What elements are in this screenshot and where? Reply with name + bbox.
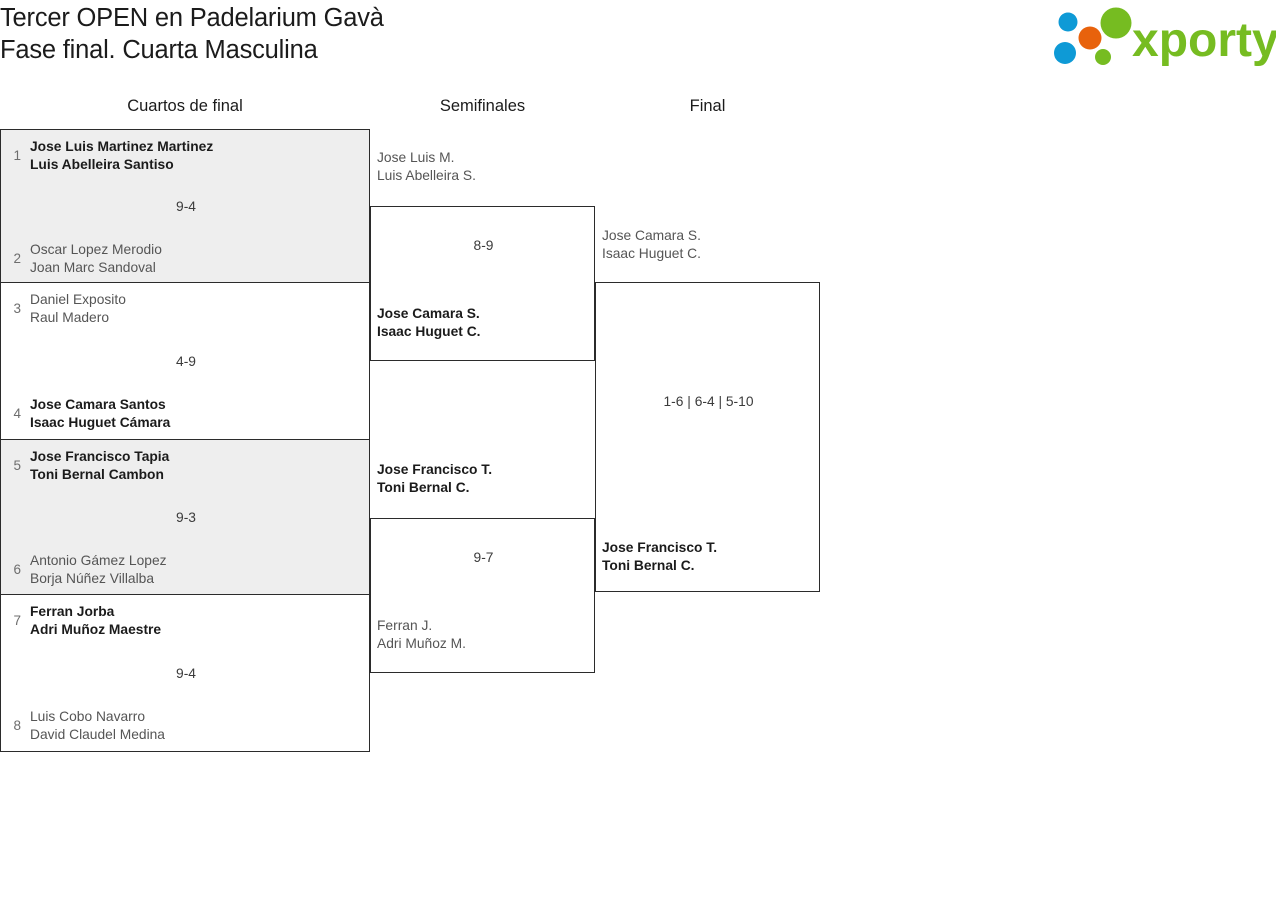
title-line-1: Tercer OPEN en Padelarium Gavà (0, 4, 384, 32)
match-box-sf-2[interactable]: 9-7 (370, 518, 595, 673)
qf-1-bottom-seed: 2 (13, 251, 21, 267)
qf-3-top-seed: 5 (13, 458, 21, 474)
logo-dot-blue-top (1058, 12, 1078, 32)
qf-1-team-bottom[interactable]: 2 Oscar Lopez Merodio Joan Marc Sandoval (9, 241, 162, 276)
page-title: Tercer OPEN en Padelarium Gavà Fase fina… (0, 2, 384, 66)
qf-1-bottom-player-1: Oscar Lopez Merodio (30, 242, 162, 257)
qf-2-score: 4-9 (176, 354, 196, 369)
sf-2-top-player-1: Jose Francisco T. (377, 462, 493, 477)
match-box-qf-4[interactable]: 7 Ferran Jorba Adri Muñoz Maestre 9-4 8 … (0, 595, 370, 752)
logo-dot-orange (1078, 26, 1102, 50)
logo-dot-green-small (1095, 49, 1111, 65)
qf-2-team-bottom[interactable]: 4 Jose Camara Santos Isaac Huguet Cámara (9, 396, 170, 431)
qf-3-top-player-2: Toni Bernal Cambon (30, 466, 164, 482)
qf-1-top-seed: 1 (13, 148, 21, 164)
xporty-logo[interactable]: xporty (1046, 6, 1279, 68)
qf-2-bottom-player-2: Isaac Huguet Cámara (30, 414, 171, 430)
match-box-final[interactable]: 1-6 | 6-4 | 5-10 (595, 282, 820, 592)
qf-3-top-player-1: Jose Francisco Tapia (30, 449, 170, 464)
sf-2-bottom-player-2: Adri Muñoz M. (377, 635, 466, 651)
match-box-qf-3[interactable]: 5 Jose Francisco Tapia Toni Bernal Cambo… (0, 440, 370, 595)
logo-wordmark: xporty (1132, 14, 1276, 67)
qf-4-top-seed: 7 (13, 613, 21, 629)
sf-2-score: 9-7 (473, 550, 494, 565)
match-box-qf-1[interactable]: 1 Jose Luis Martinez Martinez Luis Abell… (0, 129, 370, 283)
qf-1-bottom-player-2: Joan Marc Sandoval (30, 259, 156, 275)
qf-3-bottom-player-2: Borja Núñez Villalba (30, 570, 154, 586)
qf-1-top-player-1: Jose Luis Martinez Martinez (30, 139, 214, 154)
final-team-bottom[interactable]: Jose Francisco T. Toni Bernal C. (602, 539, 717, 574)
qf-4-team-bottom[interactable]: 8 Luis Cobo Navarro David Claudel Medina (9, 708, 165, 743)
logo-dot-blue-bottom (1054, 42, 1076, 64)
final-bottom-player-2: Toni Bernal C. (602, 557, 695, 573)
qf-2-top-player-1: Daniel Exposito (30, 292, 126, 307)
qf-4-bottom-names: Luis Cobo Navarro David Claudel Medina (30, 708, 165, 743)
final-top-player-2: Isaac Huguet C. (602, 245, 701, 261)
match-box-qf-2[interactable]: 3 Daniel Exposito Raul Madero 4-9 4 Jose… (0, 283, 370, 440)
sf-2-top-player-2: Toni Bernal C. (377, 479, 470, 495)
qf-3-bottom-player-1: Antonio Gámez Lopez (30, 553, 167, 568)
qf-4-bottom-seed: 8 (13, 718, 21, 734)
sf-1-bottom-player-2: Isaac Huguet C. (377, 323, 481, 339)
final-top-player-1: Jose Camara S. (602, 228, 701, 243)
final-team-top[interactable]: Jose Camara S. Isaac Huguet C. (602, 227, 701, 262)
qf-4-top-player-1: Ferran Jorba (30, 604, 115, 619)
qf-1-top-names: Jose Luis Martinez Martinez Luis Abellei… (30, 138, 213, 173)
sf-1-bottom-player-1: Jose Camara S. (377, 306, 480, 321)
qf-2-top-player-2: Raul Madero (30, 309, 109, 325)
sf-1-score: 8-9 (473, 238, 494, 253)
round-header-semifinals: Semifinales (439, 97, 526, 115)
qf-1-bottom-names: Oscar Lopez Merodio Joan Marc Sandoval (30, 241, 162, 276)
sf-1-team-top[interactable]: Jose Luis M. Luis Abelleira S. (377, 149, 476, 184)
qf-1-top-player-2: Luis Abelleira Santiso (30, 156, 174, 172)
qf-3-team-top[interactable]: 5 Jose Francisco Tapia Toni Bernal Cambo… (9, 448, 169, 483)
sf-2-team-top[interactable]: Jose Francisco T. Toni Bernal C. (377, 461, 492, 496)
qf-2-bottom-seed: 4 (13, 406, 21, 422)
final-score: 1-6 | 6-4 | 5-10 (663, 394, 754, 409)
sf-1-top-player-2: Luis Abelleira S. (377, 167, 476, 183)
qf-4-score: 9-4 (176, 666, 196, 681)
sf-1-top-player-1: Jose Luis M. (377, 150, 455, 165)
qf-3-top-names: Jose Francisco Tapia Toni Bernal Cambon (30, 448, 169, 483)
qf-4-bottom-player-1: Luis Cobo Navarro (30, 709, 146, 724)
qf-2-bottom-player-1: Jose Camara Santos (30, 397, 166, 412)
final-bottom-player-1: Jose Francisco T. (602, 540, 718, 555)
round-header-final: Final (689, 97, 726, 115)
qf-2-top-names: Daniel Exposito Raul Madero (30, 291, 126, 326)
round-header-quarterfinals: Cuartos de final (127, 97, 243, 115)
qf-3-team-bottom[interactable]: 6 Antonio Gámez Lopez Borja Núñez Villal… (9, 552, 167, 587)
qf-1-score: 9-4 (176, 199, 196, 214)
qf-3-bottom-names: Antonio Gámez Lopez Borja Núñez Villalba (30, 552, 167, 587)
qf-2-top-seed: 3 (13, 301, 21, 317)
sf-2-bottom-player-1: Ferran J. (377, 618, 433, 633)
qf-1-team-top[interactable]: 1 Jose Luis Martinez Martinez Luis Abell… (9, 138, 213, 173)
qf-4-top-names: Ferran Jorba Adri Muñoz Maestre (30, 603, 161, 638)
match-box-sf-1[interactable]: 8-9 (370, 206, 595, 361)
sf-2-team-bottom[interactable]: Ferran J. Adri Muñoz M. (377, 617, 466, 652)
qf-3-bottom-seed: 6 (13, 562, 21, 578)
qf-4-top-player-2: Adri Muñoz Maestre (30, 621, 162, 637)
xporty-logo-svg: xporty (1054, 7, 1279, 67)
qf-2-bottom-names: Jose Camara Santos Isaac Huguet Cámara (30, 396, 170, 431)
qf-2-team-top[interactable]: 3 Daniel Exposito Raul Madero (9, 291, 126, 326)
qf-4-team-top[interactable]: 7 Ferran Jorba Adri Muñoz Maestre (9, 603, 161, 638)
logo-dot-green-big (1100, 7, 1132, 39)
qf-3-score: 9-3 (176, 510, 196, 525)
title-line-2: Fase final. Cuarta Masculina (0, 36, 318, 65)
sf-1-team-bottom[interactable]: Jose Camara S. Isaac Huguet C. (377, 305, 481, 340)
qf-4-bottom-player-2: David Claudel Medina (30, 726, 165, 742)
